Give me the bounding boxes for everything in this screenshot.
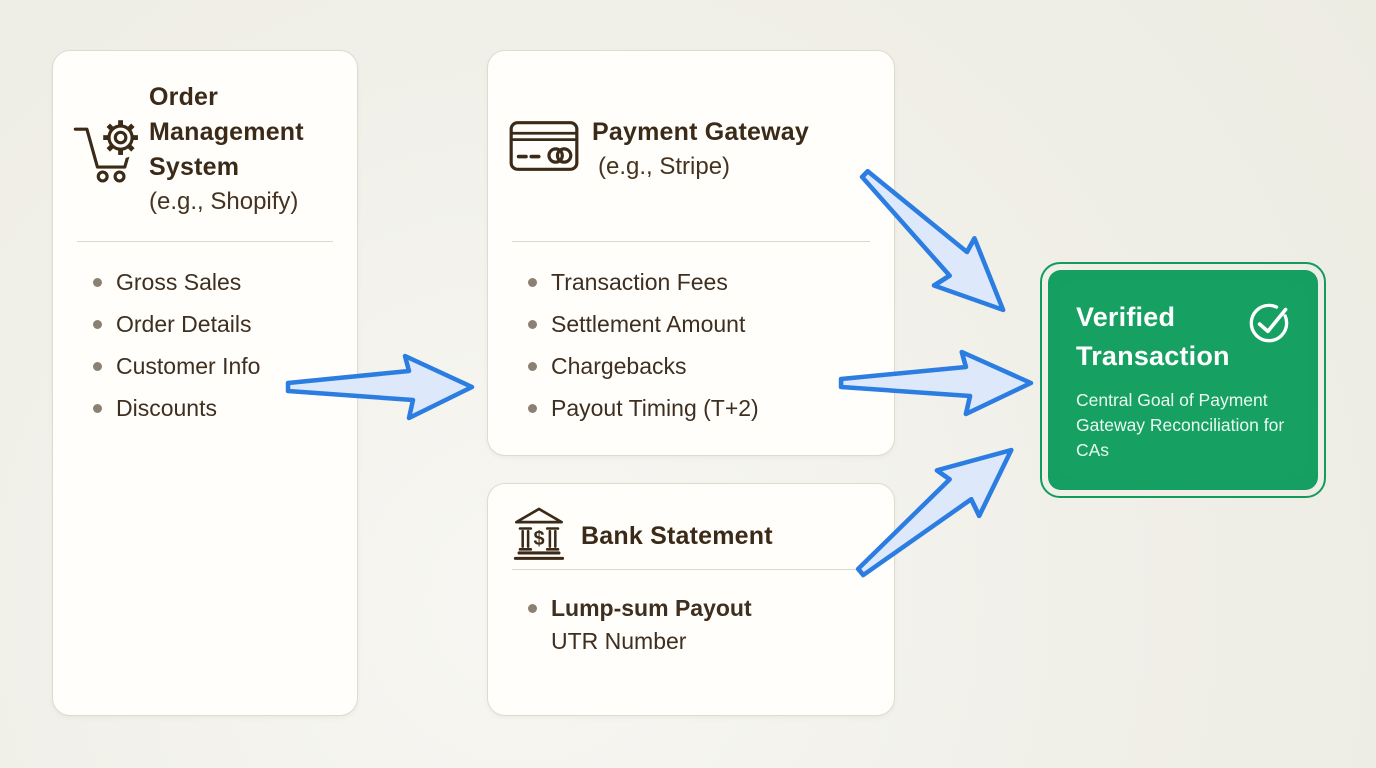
bank-card-title: Bank Statement	[581, 522, 773, 550]
gateway-card-subtitle: (e.g., Stripe)	[598, 153, 731, 180]
check-circle-icon	[1249, 303, 1289, 343]
bank-icon-dollar-glyph: $	[533, 528, 544, 550]
bullet-dot	[93, 404, 102, 413]
gateway-item-chargebacks: Chargebacks	[551, 353, 687, 379]
card-verified-transaction: Verified Transaction Central Goal of Pay…	[1040, 262, 1326, 498]
bank-bullet-list: Lump-sum Payout UTR Number	[512, 589, 880, 658]
list-item: Lump-sum Payout UTR Number	[512, 589, 880, 658]
flow-arrow-oms-to-gateway	[285, 353, 475, 421]
bullet-dot	[93, 362, 102, 371]
oms-item-order-details: Order Details	[116, 311, 252, 337]
bullet-dot	[528, 404, 537, 413]
oms-card-subtitle: (e.g., Shopify)	[149, 188, 299, 215]
bullet-dot	[528, 278, 537, 287]
list-item: Customer Info	[77, 345, 343, 387]
bullet-dot	[93, 278, 102, 287]
flow-arrow-bank-to-goal	[855, 447, 1014, 578]
oms-item-gross-sales: Gross Sales	[116, 269, 242, 295]
verified-transaction-panel: Verified Transaction Central Goal of Pay…	[1048, 270, 1318, 490]
list-item: Settlement Amount	[512, 303, 880, 345]
list-item: Gross Sales	[77, 261, 343, 303]
credit-card-icon	[509, 121, 579, 171]
bank-icon: $	[513, 507, 565, 560]
oms-divider	[77, 241, 333, 242]
bank-item-lump-sum-payout: Lump-sum Payout	[551, 595, 752, 621]
bank-divider	[512, 569, 870, 570]
goal-title: Verified Transaction	[1076, 302, 1230, 371]
gateway-item-transaction-fees: Transaction Fees	[551, 269, 728, 295]
gateway-bullet-list: Transaction Fees Settlement Amount Charg…	[512, 261, 880, 429]
oms-card-title: Order Management System	[149, 83, 304, 181]
gateway-item-settlement-amount: Settlement Amount	[551, 311, 746, 337]
oms-item-discounts: Discounts	[116, 395, 217, 421]
list-item: Transaction Fees	[512, 261, 880, 303]
bullet-dot	[528, 362, 537, 371]
gateway-card-title: Payment Gateway	[592, 118, 809, 146]
list-item: Order Details	[77, 303, 343, 345]
list-item: Chargebacks	[512, 345, 880, 387]
bullet-dot	[528, 320, 537, 329]
list-item: Discounts	[77, 387, 343, 429]
card-payment-gateway: Payment Gateway (e.g., Stripe) Transacti…	[487, 50, 895, 456]
bullet-dot	[528, 604, 537, 613]
gateway-divider	[512, 241, 870, 242]
gateway-item-payout-timing: Payout Timing (T+2)	[551, 395, 759, 421]
flow-arrow-gateway-top-to-goal	[859, 168, 1006, 313]
oms-item-customer-info: Customer Info	[116, 353, 261, 379]
oms-bullet-list: Gross Sales Order Details Customer Info …	[77, 261, 343, 429]
bank-item-utr-number: UTR Number	[551, 628, 687, 654]
goal-description: Central Goal of Payment Gateway Reconcil…	[1076, 390, 1285, 460]
cart-gear-icon	[73, 116, 142, 183]
list-item: Payout Timing (T+2)	[512, 387, 880, 429]
card-bank-statement: $ Bank Statement Lump-sum Payout UTR Num…	[487, 483, 895, 716]
bullet-dot	[93, 320, 102, 329]
flow-arrow-gateway-to-goal	[838, 349, 1034, 417]
